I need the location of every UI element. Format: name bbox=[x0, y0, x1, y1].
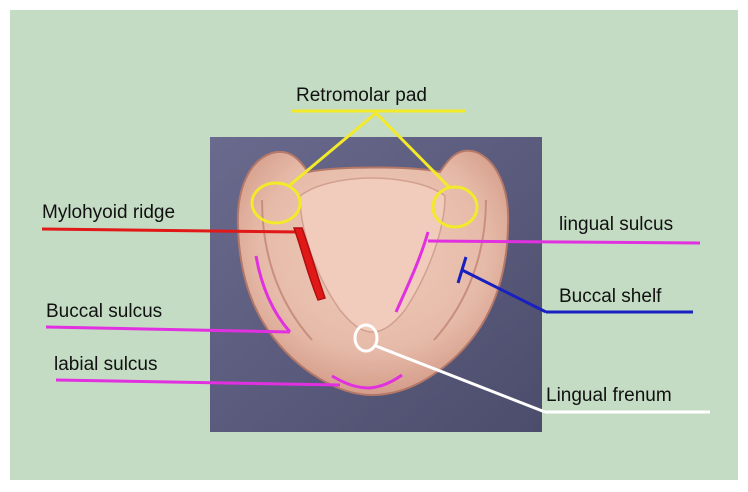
buccal-sulcus-mark bbox=[254, 255, 292, 333]
label-buccal-sulcus: Buccal sulcus bbox=[46, 301, 163, 322]
labial-sulcus-leader bbox=[55, 378, 341, 387]
retromolar-pad-left-circle bbox=[250, 181, 302, 225]
retromolar-pad-leader-right bbox=[374, 111, 452, 190]
label-labial-sulcus: labial sulcus bbox=[54, 354, 158, 375]
label-lingual-sulcus: lingual sulcus bbox=[559, 214, 674, 235]
retromolar-pad-right-circle bbox=[431, 185, 479, 229]
lingual-sulcus-mark bbox=[394, 231, 430, 313]
lingual-frenum-circle bbox=[353, 323, 379, 353]
impression-inner-rim-right bbox=[433, 199, 487, 341]
buccal-shelf-mark bbox=[456, 256, 468, 284]
buccal-sulcus-leader bbox=[45, 325, 291, 334]
label-lingual-frenum: Lingual frenum bbox=[546, 385, 672, 406]
label-mylohyoid-ridge: Mylohyoid ridge bbox=[42, 202, 176, 223]
label-buccal-shelf: Buccal shelf bbox=[559, 286, 662, 307]
mylohyoid-ridge-leader bbox=[41, 227, 301, 234]
impression-inner-rim-left bbox=[261, 199, 313, 341]
impression-tongue-space bbox=[299, 177, 446, 333]
buccal-shelf-leader bbox=[461, 268, 547, 314]
lingual-sulcus-leader bbox=[427, 239, 701, 245]
labial-sulcus-mark bbox=[331, 373, 403, 390]
mylohyoid-ridge-mark bbox=[292, 227, 326, 301]
label-retromolar-pad: Retromolar pad bbox=[296, 85, 427, 106]
retromolar-pad-leader-left bbox=[289, 111, 377, 187]
lingual-frenum-leader bbox=[375, 344, 546, 414]
